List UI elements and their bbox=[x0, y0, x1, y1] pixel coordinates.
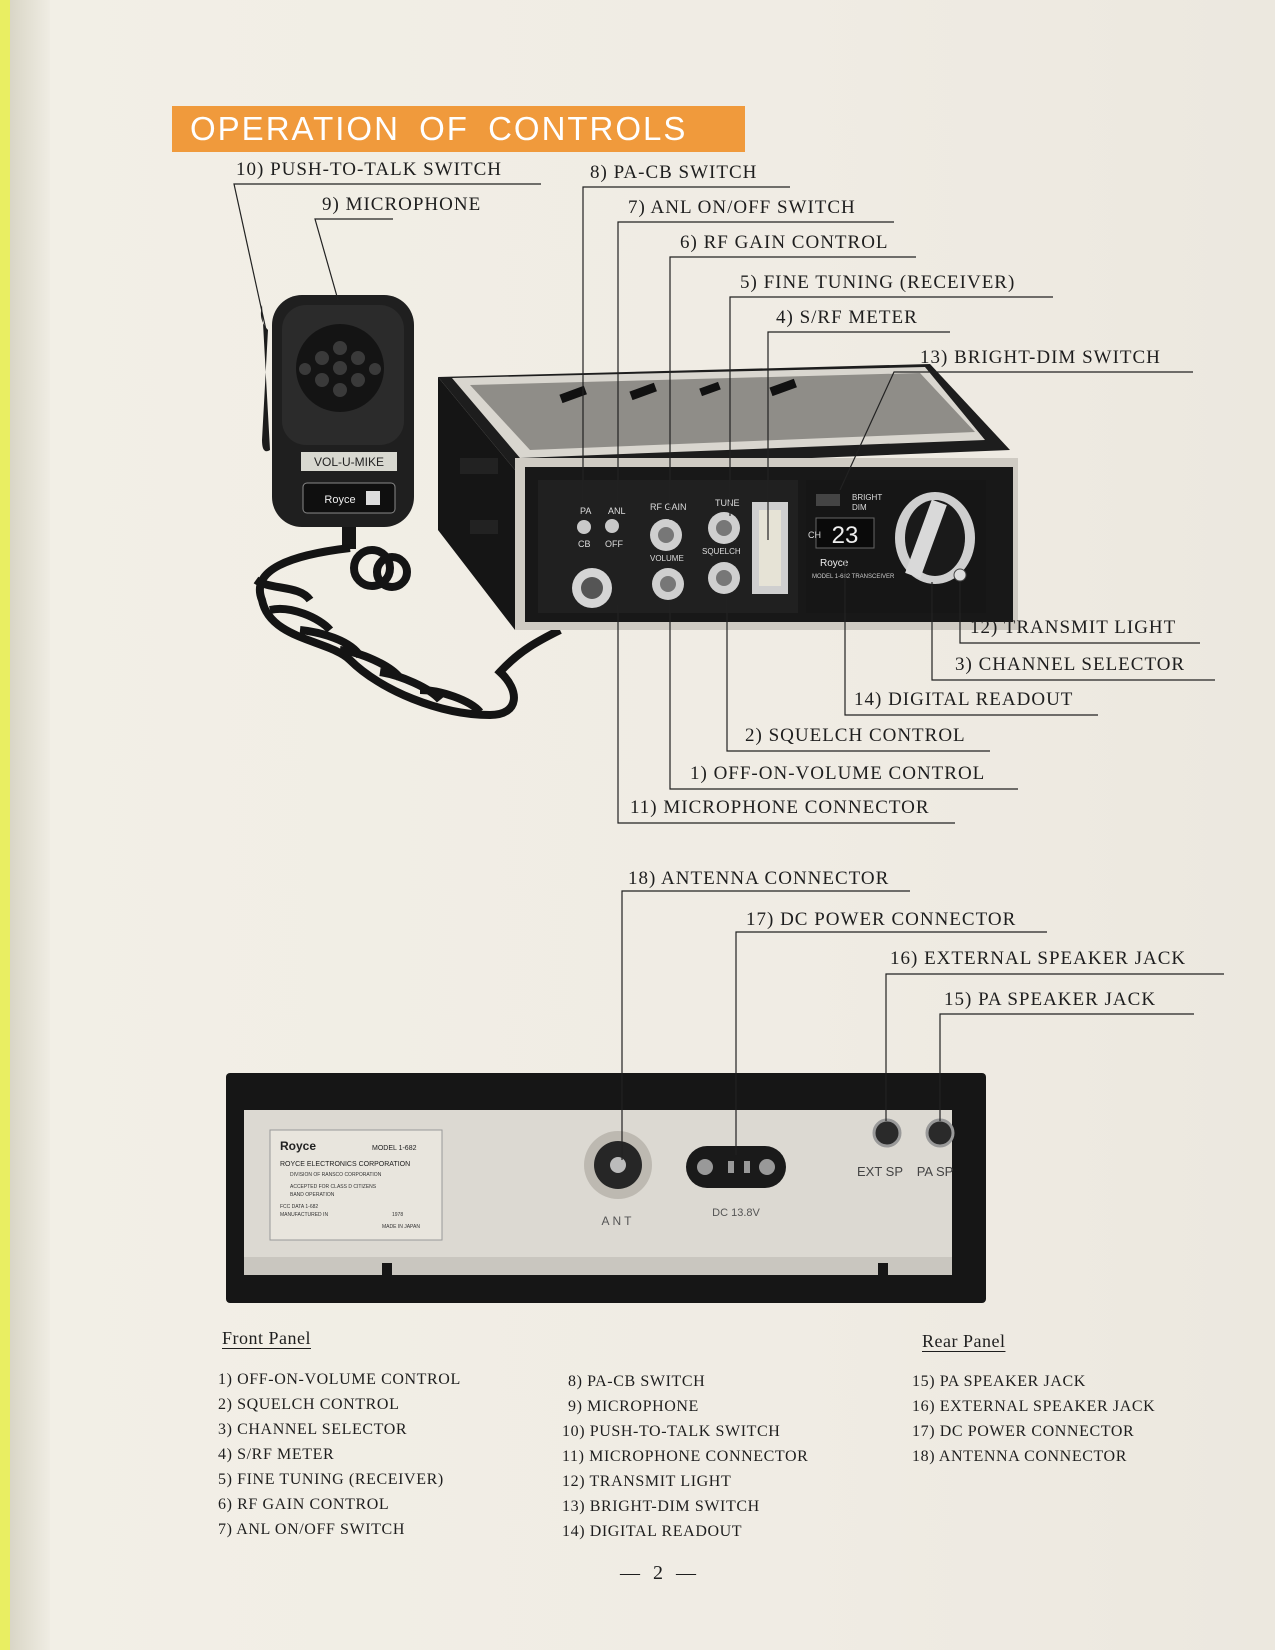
front-brand-text: Royce bbox=[820, 558, 849, 569]
front-model-text: MODEL 1-682 TRANSCEIVER bbox=[812, 574, 895, 580]
callout-external-speaker-jack: 16) EXTERNAL SPEAKER JACK bbox=[890, 948, 1187, 969]
squelch-label: SQUELCH bbox=[702, 547, 741, 556]
callout-channel-selector: 3) CHANNEL SELECTOR bbox=[955, 654, 1186, 675]
rear-panel-illustration: Royce MODEL 1-682 ROYCE ELECTRONICS CORP… bbox=[226, 1073, 986, 1303]
transceiver-front: PA ANL RF GAIN TUNE CB OFF VOLUME SQUELC… bbox=[438, 364, 1018, 630]
callout-rf-gain-control: 6) RF GAIN CONTROL bbox=[680, 232, 889, 253]
rear-year-text: 1978 bbox=[392, 1212, 403, 1218]
legend-item: 18) ANTENNA CONNECTOR bbox=[912, 1448, 1127, 1465]
legend-item: 2) SQUELCH CONTROL bbox=[218, 1396, 400, 1413]
callout-anl-switch: 7) ANL ON/OFF SWITCH bbox=[628, 197, 856, 218]
rear-company-text: ROYCE ELECTRONICS CORPORATION bbox=[280, 1161, 410, 1168]
legend-item: 15) PA SPEAKER JACK bbox=[912, 1373, 1086, 1390]
rear-manufactured-text: MANUFACTURED IN bbox=[280, 1212, 328, 1218]
rear-division-text: DIVISION OF RANSCO CORPORATION bbox=[290, 1172, 382, 1178]
callout-pa-cb-switch: 8) PA-CB SWITCH bbox=[590, 162, 758, 183]
pa-sp-label: PA SP bbox=[917, 1164, 954, 1179]
ch-label: CH bbox=[808, 530, 821, 540]
callout-bright-dim-switch: 13) BRIGHT-DIM SWITCH bbox=[920, 347, 1161, 368]
callout-s-rf-meter: 4) S/RF METER bbox=[776, 307, 918, 328]
callout-off-on-volume-control: 1) OFF-ON-VOLUME CONTROL bbox=[690, 763, 986, 784]
legend-item: 3) CHANNEL SELECTOR bbox=[218, 1421, 408, 1438]
microphone-illustration: VOL-U-MIKE Royce bbox=[253, 295, 562, 720]
rear-accepted-text: ACCEPTED FOR CLASS D CITIZENS bbox=[290, 1184, 377, 1190]
legend-item: 6) RF GAIN CONTROL bbox=[218, 1496, 390, 1513]
channel-readout: 23 bbox=[832, 522, 859, 549]
legend-item: 14) DIGITAL READOUT bbox=[562, 1523, 743, 1540]
volume-label: VOLUME bbox=[650, 554, 684, 563]
callout-push-to-talk-switch: 10) PUSH-TO-TALK SWITCH bbox=[236, 159, 503, 180]
section-title: OPERATION OF CONTROLS bbox=[172, 106, 745, 152]
legend-rear-title: Rear Panel bbox=[922, 1331, 1006, 1351]
ant-label: ANT bbox=[602, 1214, 635, 1228]
off-label: OFF bbox=[605, 539, 623, 549]
callout-antenna-connector: 18) ANTENNA CONNECTOR bbox=[628, 868, 890, 889]
callout-dc-power-connector: 17) DC POWER CONNECTOR bbox=[746, 909, 1017, 930]
bright-label: BRIGHT bbox=[852, 493, 882, 502]
legend-item: 16) EXTERNAL SPEAKER JACK bbox=[912, 1398, 1156, 1415]
legend-item: 13) BRIGHT-DIM SWITCH bbox=[562, 1498, 760, 1515]
rear-brand-text: Royce bbox=[280, 1139, 316, 1153]
callout-microphone-connector: 11) MICROPHONE CONNECTOR bbox=[630, 797, 930, 818]
legend-item: 7) ANL ON/OFF SWITCH bbox=[218, 1521, 405, 1538]
legend-item: 5) FINE TUNING (RECEIVER) bbox=[218, 1471, 444, 1488]
callout-fine-tuning: 5) FINE TUNING (RECEIVER) bbox=[740, 272, 1016, 293]
anl-label: ANL bbox=[608, 506, 626, 516]
legend-item: 4) S/RF METER bbox=[218, 1446, 335, 1463]
dim-label: DIM bbox=[852, 503, 867, 512]
rear-fcc-text: FCC DATA 1-682 bbox=[280, 1204, 318, 1210]
page-edge bbox=[0, 0, 10, 1650]
rear-made-in-text: MADE IN JAPAN bbox=[382, 1224, 420, 1230]
rf-gain-label: RF GAIN bbox=[650, 502, 687, 512]
rear-band-text: BAND OPERATION bbox=[290, 1192, 335, 1198]
page-number: — 2 — bbox=[620, 1562, 700, 1584]
cb-label: CB bbox=[578, 539, 591, 549]
legend-item: 8) PA-CB SWITCH bbox=[568, 1373, 706, 1390]
legend-front-title: Front Panel bbox=[222, 1328, 311, 1348]
legend-item: 9) MICROPHONE bbox=[568, 1398, 699, 1415]
dc-label: DC 13.8V bbox=[712, 1207, 760, 1219]
callout-pa-speaker-jack: 15) PA SPEAKER JACK bbox=[944, 989, 1157, 1010]
legend-item: 12) TRANSMIT LIGHT bbox=[562, 1473, 732, 1490]
tune-label: TUNE bbox=[715, 498, 740, 508]
mic-logo-text: Royce bbox=[324, 494, 355, 506]
callout-microphone: 9) MICROPHONE bbox=[322, 194, 482, 215]
legend-item: 11) MICROPHONE CONNECTOR bbox=[562, 1448, 809, 1465]
callout-squelch-control: 2) SQUELCH CONTROL bbox=[745, 725, 966, 746]
leader-lines bbox=[233, 183, 1224, 1160]
callout-transmit-light: 12) TRANSMIT LIGHT bbox=[970, 617, 1177, 638]
legend-item: 10) PUSH-TO-TALK SWITCH bbox=[562, 1423, 781, 1440]
rear-model-text: MODEL 1-682 bbox=[372, 1145, 417, 1152]
legend-item: 17) DC POWER CONNECTOR bbox=[912, 1423, 1135, 1440]
pa-label: PA bbox=[580, 506, 591, 516]
ext-sp-label: EXT SP bbox=[857, 1164, 903, 1179]
mic-brand-label: VOL-U-MIKE bbox=[314, 455, 384, 469]
page-gutter bbox=[10, 0, 50, 1650]
callout-digital-readout: 14) DIGITAL READOUT bbox=[854, 689, 1074, 710]
legend-item: 1) OFF-ON-VOLUME CONTROL bbox=[218, 1371, 461, 1388]
